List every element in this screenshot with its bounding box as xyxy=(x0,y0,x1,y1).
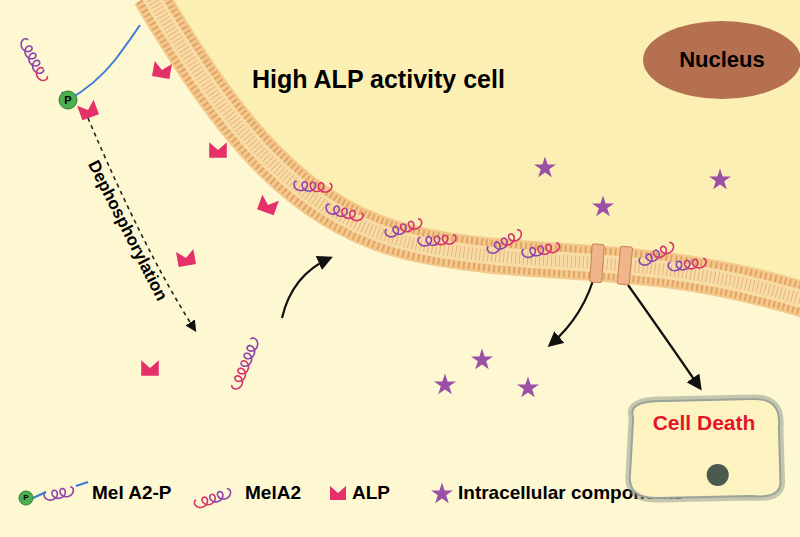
peptide-helix xyxy=(521,242,560,258)
alp-enzyme xyxy=(257,195,279,215)
cell-interior xyxy=(150,0,800,300)
leakage-arrow xyxy=(550,270,596,345)
alp-enzyme xyxy=(176,249,196,267)
intracellular-component xyxy=(592,195,614,216)
alp-enzyme xyxy=(141,360,159,375)
nucleus-ellipse: Nucleus xyxy=(642,20,800,100)
legend-text: Mel A2-P xyxy=(92,483,172,504)
peptide-helix xyxy=(231,337,260,391)
peptide-helix xyxy=(294,181,332,192)
death-arrow xyxy=(628,285,700,388)
phosphate-circle xyxy=(59,91,77,109)
phosphate-tail xyxy=(62,25,140,100)
intracellular-component xyxy=(709,168,731,189)
peptide-helix xyxy=(638,241,676,267)
phosphate-label: P xyxy=(23,494,28,503)
cell-death-cell: Cell Death xyxy=(622,392,787,504)
phosphate-label: P xyxy=(64,94,71,106)
legend-tail xyxy=(76,482,88,486)
membrane-pore xyxy=(617,246,632,285)
dephosphorylation-arrow xyxy=(88,118,195,330)
alp-enzyme xyxy=(330,486,346,500)
peptide-helix xyxy=(19,38,49,83)
node-label: Cell Death xyxy=(653,412,756,435)
alp-enzyme xyxy=(77,100,99,120)
peptide-helix xyxy=(384,218,423,238)
intracellular-component xyxy=(471,348,493,369)
insertion-arrow xyxy=(282,258,330,318)
legend-tail xyxy=(33,492,46,498)
title: High ALP activity cell xyxy=(252,66,505,94)
peptide-helix xyxy=(668,258,707,271)
intracellular-component xyxy=(434,373,456,394)
node-label: Nucleus xyxy=(679,48,765,72)
process-label: Dephosphorylation xyxy=(84,158,171,305)
peptide-helix xyxy=(486,229,523,256)
intracellular-component xyxy=(534,156,556,177)
peptide-helix xyxy=(418,235,457,247)
membrane-pore xyxy=(590,244,605,283)
legend-text: ALP xyxy=(352,483,390,504)
intracellular-component xyxy=(517,376,539,397)
legend-text: MelA2 xyxy=(245,483,301,504)
alp-enzyme xyxy=(209,142,227,157)
peptide-helix xyxy=(194,488,233,509)
cell-membrane xyxy=(150,0,800,300)
legend-phosphate xyxy=(19,491,33,505)
node-outline xyxy=(622,392,787,504)
peptide-helix xyxy=(43,486,74,501)
peptide-helix xyxy=(325,203,364,222)
alp-enzyme xyxy=(152,61,172,79)
intracellular-component xyxy=(431,482,453,503)
